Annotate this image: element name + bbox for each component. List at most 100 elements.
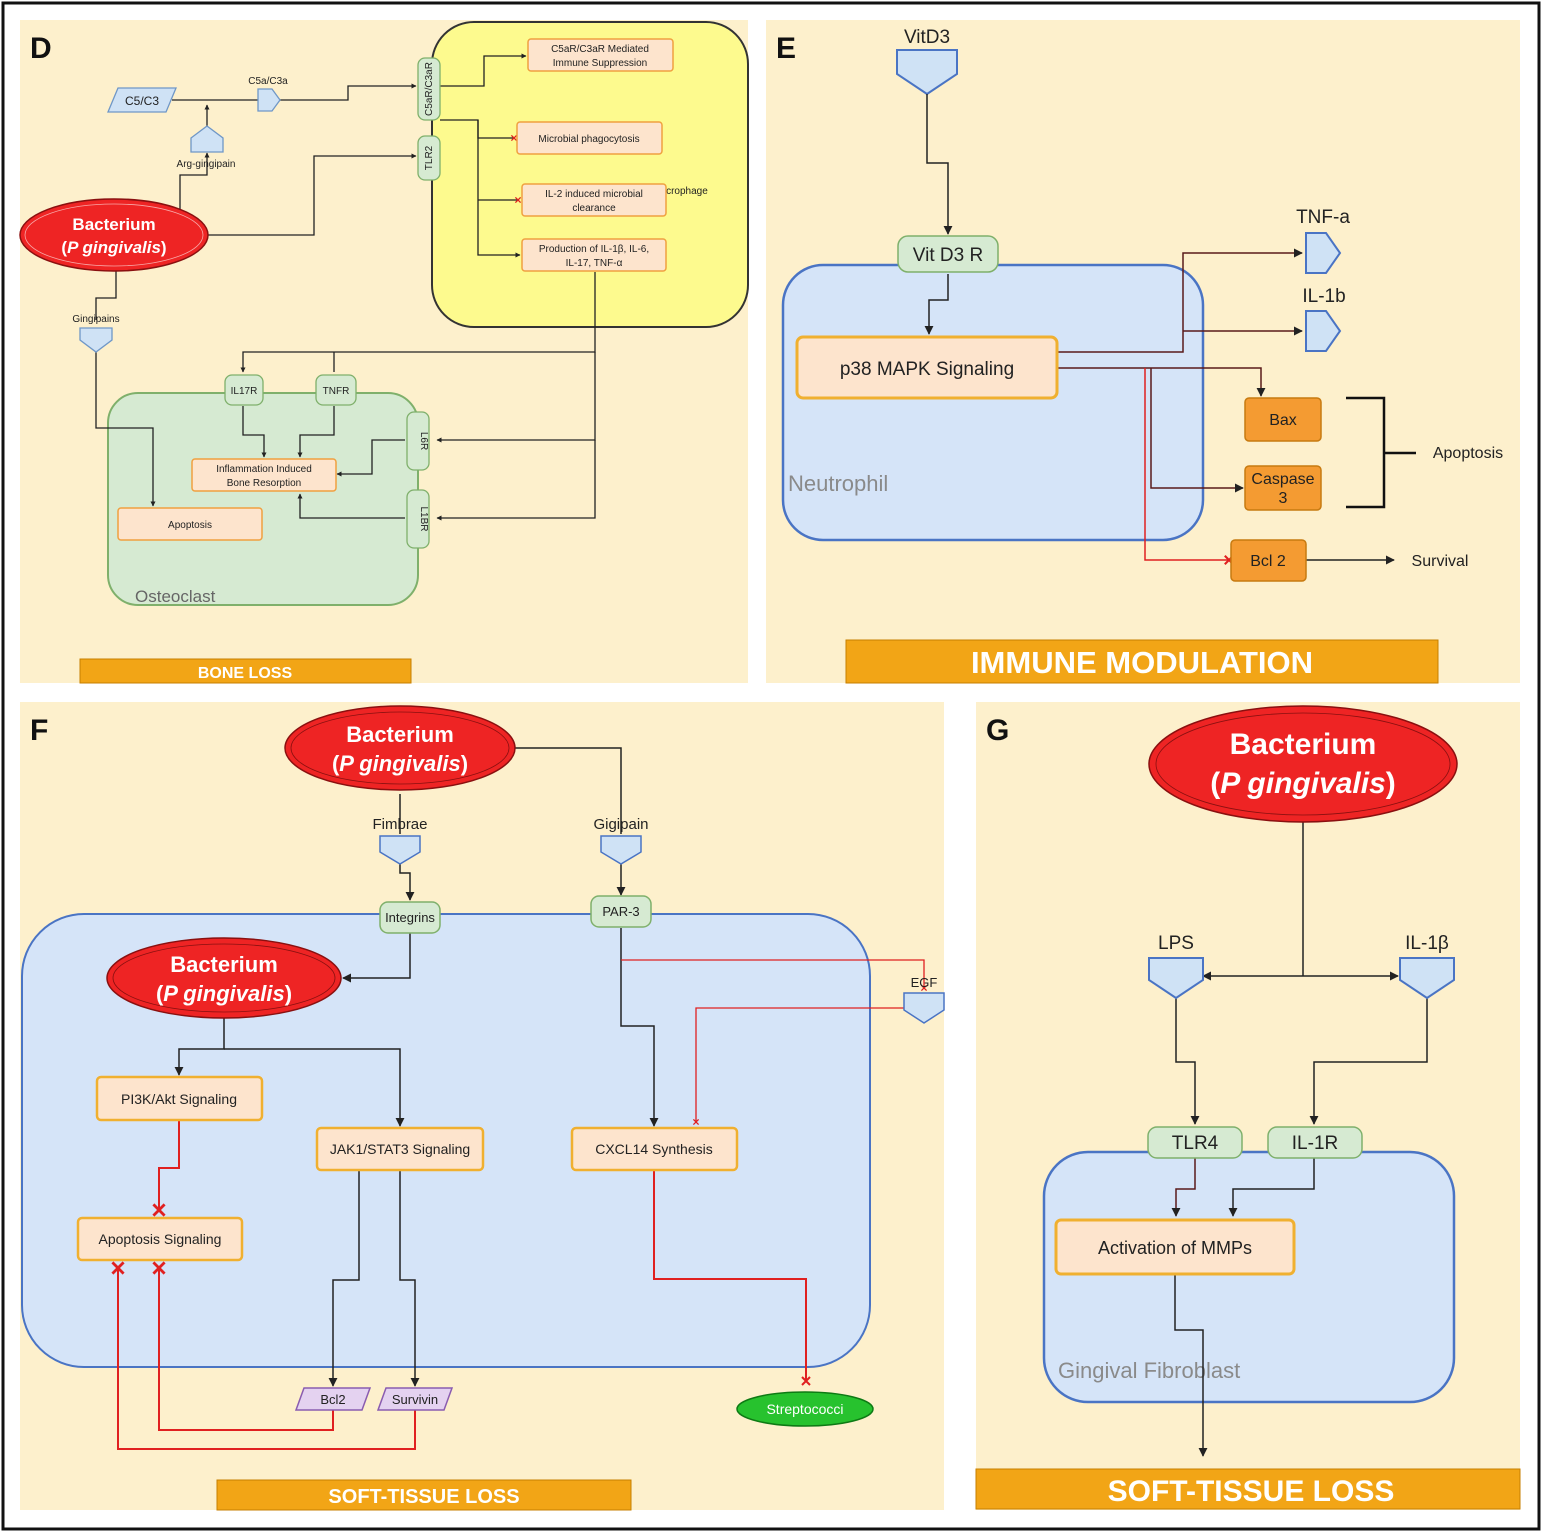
bone-loss-banner-label: BONE LOSS (198, 665, 293, 682)
edge-tlr4-mmps (1171, 1158, 1196, 1217)
panel-g-letter: G (986, 714, 1009, 747)
bacterium-g-name: Bacterium (1230, 728, 1377, 761)
par3-receptor (590, 895, 652, 928)
bacterium-d-ring (24, 203, 204, 267)
p38-label: p38 MAPK Signaling (840, 359, 1014, 380)
edge-p38-tnfa (1057, 248, 1303, 353)
macrophage-label: Macrophage (652, 186, 708, 197)
tnfa-label: TNF-a (1296, 207, 1350, 228)
panel-e-letter: E (776, 32, 796, 65)
bacterium-f-inner-name: Bacterium (170, 952, 278, 977)
panel-d: D Macrophage Osteoclast C5/C3 C5a/C3a Ar… (19, 20, 749, 684)
il2-clearance-line2: clearance (572, 203, 616, 214)
caspase-box (1244, 465, 1322, 511)
osteoclast-label: Osteoclast (135, 587, 216, 606)
edge-bacterium-jak (224, 1048, 405, 1127)
bone-resorption-line2: Bone Resorption (227, 478, 302, 489)
edge-c5ac3a-c5ar (278, 83, 417, 101)
vitd3-receptor-label: Vit D3 R (913, 245, 983, 266)
il2-clearance-line1: IL-2 induced microbial (545, 189, 643, 200)
tnfr-label: TNFR (323, 386, 350, 397)
l6r-label: L6R (418, 432, 429, 450)
l6r-receptor (406, 411, 430, 471)
caspase-line2: 3 (1279, 490, 1288, 507)
il1r-label: IL-1R (1292, 1133, 1338, 1154)
il17r-receptor (224, 374, 264, 406)
panel-g: G Gingival Fibroblast LPS IL-1β TLR4 IL-… (975, 702, 1521, 1510)
lps-label: LPS (1158, 933, 1194, 954)
caspase-line1: Caspase (1251, 471, 1314, 488)
edge-production-l1br (436, 440, 596, 521)
tnfa-ligand (1305, 232, 1342, 274)
bacterium-f-outer-species-line: (P gingivalis) (332, 751, 468, 776)
fimbrae-label: Fimbrae (372, 816, 427, 833)
edge-il1b-il1r (1309, 998, 1428, 1125)
tnfr-receptor (315, 374, 357, 406)
soft-tissue-loss-banner-f-label: SOFT-TISSUE LOSS (328, 1486, 519, 1508)
apoptosis-label-e: Apoptosis (1433, 445, 1503, 462)
bone-loss-banner (79, 658, 412, 684)
il1b-ligand-e (1305, 310, 1342, 352)
vitd3-receptor (897, 235, 999, 273)
edge-bacterium-pi3k (174, 1012, 225, 1076)
egf-ligand (903, 992, 945, 1024)
bone-resorption-line1: Inflammation Induced (216, 464, 312, 475)
tlr4-label: TLR4 (1172, 1133, 1219, 1154)
edge-egf-cxcl14 (692, 1007, 904, 1126)
edge-receptor-p38 (924, 274, 949, 335)
edge-bacterium-tlr2 (208, 153, 417, 236)
edge-tlr2-production (440, 119, 521, 258)
streptococci-node (736, 1391, 874, 1427)
edge-tlr2-phagocytosis (477, 120, 518, 142)
edge-p38-bcl2 (1144, 368, 1234, 565)
edge-fimbrae-integrins (399, 864, 415, 901)
bacterium-f-inner-species: P gingivalis (163, 981, 284, 1006)
edge-cxcl14-streptococci (653, 1170, 811, 1386)
bcl2-box-e (1230, 539, 1307, 582)
panel-d-letter: D (30, 32, 52, 65)
egf-label: EGF (911, 975, 938, 990)
immune-suppression-line2: Immune Suppression (553, 58, 648, 69)
edge-tnfr-resorption (297, 406, 335, 458)
arg-gingipain-ligand (190, 125, 224, 153)
neutrophil-label: Neutrophil (788, 471, 888, 496)
tlr4-receptor (1147, 1126, 1243, 1159)
il1b-ligand-g (1399, 957, 1455, 1000)
fimbrae-ligand (379, 835, 421, 865)
bacterium-f-outer-name: Bacterium (346, 722, 454, 747)
streptococci-label: Streptococci (766, 1401, 843, 1417)
immune-modulation-banner-label: IMMUNE MODULATION (971, 645, 1313, 680)
fibroblast-cell (1042, 1150, 1456, 1404)
edge-jak-bcl2 (328, 1170, 360, 1387)
apoptosis-bracket (1346, 396, 1416, 509)
edge-bacterium-gingipains (95, 270, 117, 320)
edge-gingipains-apoptosis (95, 350, 156, 507)
edge-par3-cxcl14 (620, 928, 659, 1127)
c5ac3a-ligand (257, 88, 281, 112)
gingipain-label-f: Gigipain (593, 816, 648, 833)
edge-jak-survivin (399, 1170, 420, 1387)
edge-p38-bax (1057, 367, 1266, 397)
apoptosis-signaling-label: Apoptosis Signaling (99, 1231, 222, 1247)
il2-clearance-box (521, 183, 667, 217)
bacterium-d (19, 198, 209, 272)
bacterium-f-outer (284, 705, 516, 791)
l1br-receptor (406, 489, 430, 549)
edge-il17r-resorption (242, 406, 267, 458)
vitd3-label: VitD3 (904, 27, 950, 48)
edge-vitd3-receptor (926, 94, 953, 235)
soft-tissue-loss-banner-g (975, 1468, 1521, 1510)
p38-box (795, 335, 1059, 400)
bcl2-label-f: Bcl2 (320, 1392, 345, 1407)
cytokine-production-line1: Production of IL-1β, IL-6, (539, 244, 649, 255)
edge-l1br-resorption (297, 493, 405, 519)
tlr2-label: TLR2 (424, 145, 435, 170)
c5ar-c3ar-receptor (417, 57, 441, 121)
c5ac3a-label: C5a/C3a (248, 76, 288, 87)
immune-modulation-banner (845, 639, 1439, 684)
bacterium-d-name: Bacterium (72, 215, 155, 234)
osteoclast-cell (107, 392, 419, 606)
edge-il1r-mmps (1228, 1158, 1315, 1217)
